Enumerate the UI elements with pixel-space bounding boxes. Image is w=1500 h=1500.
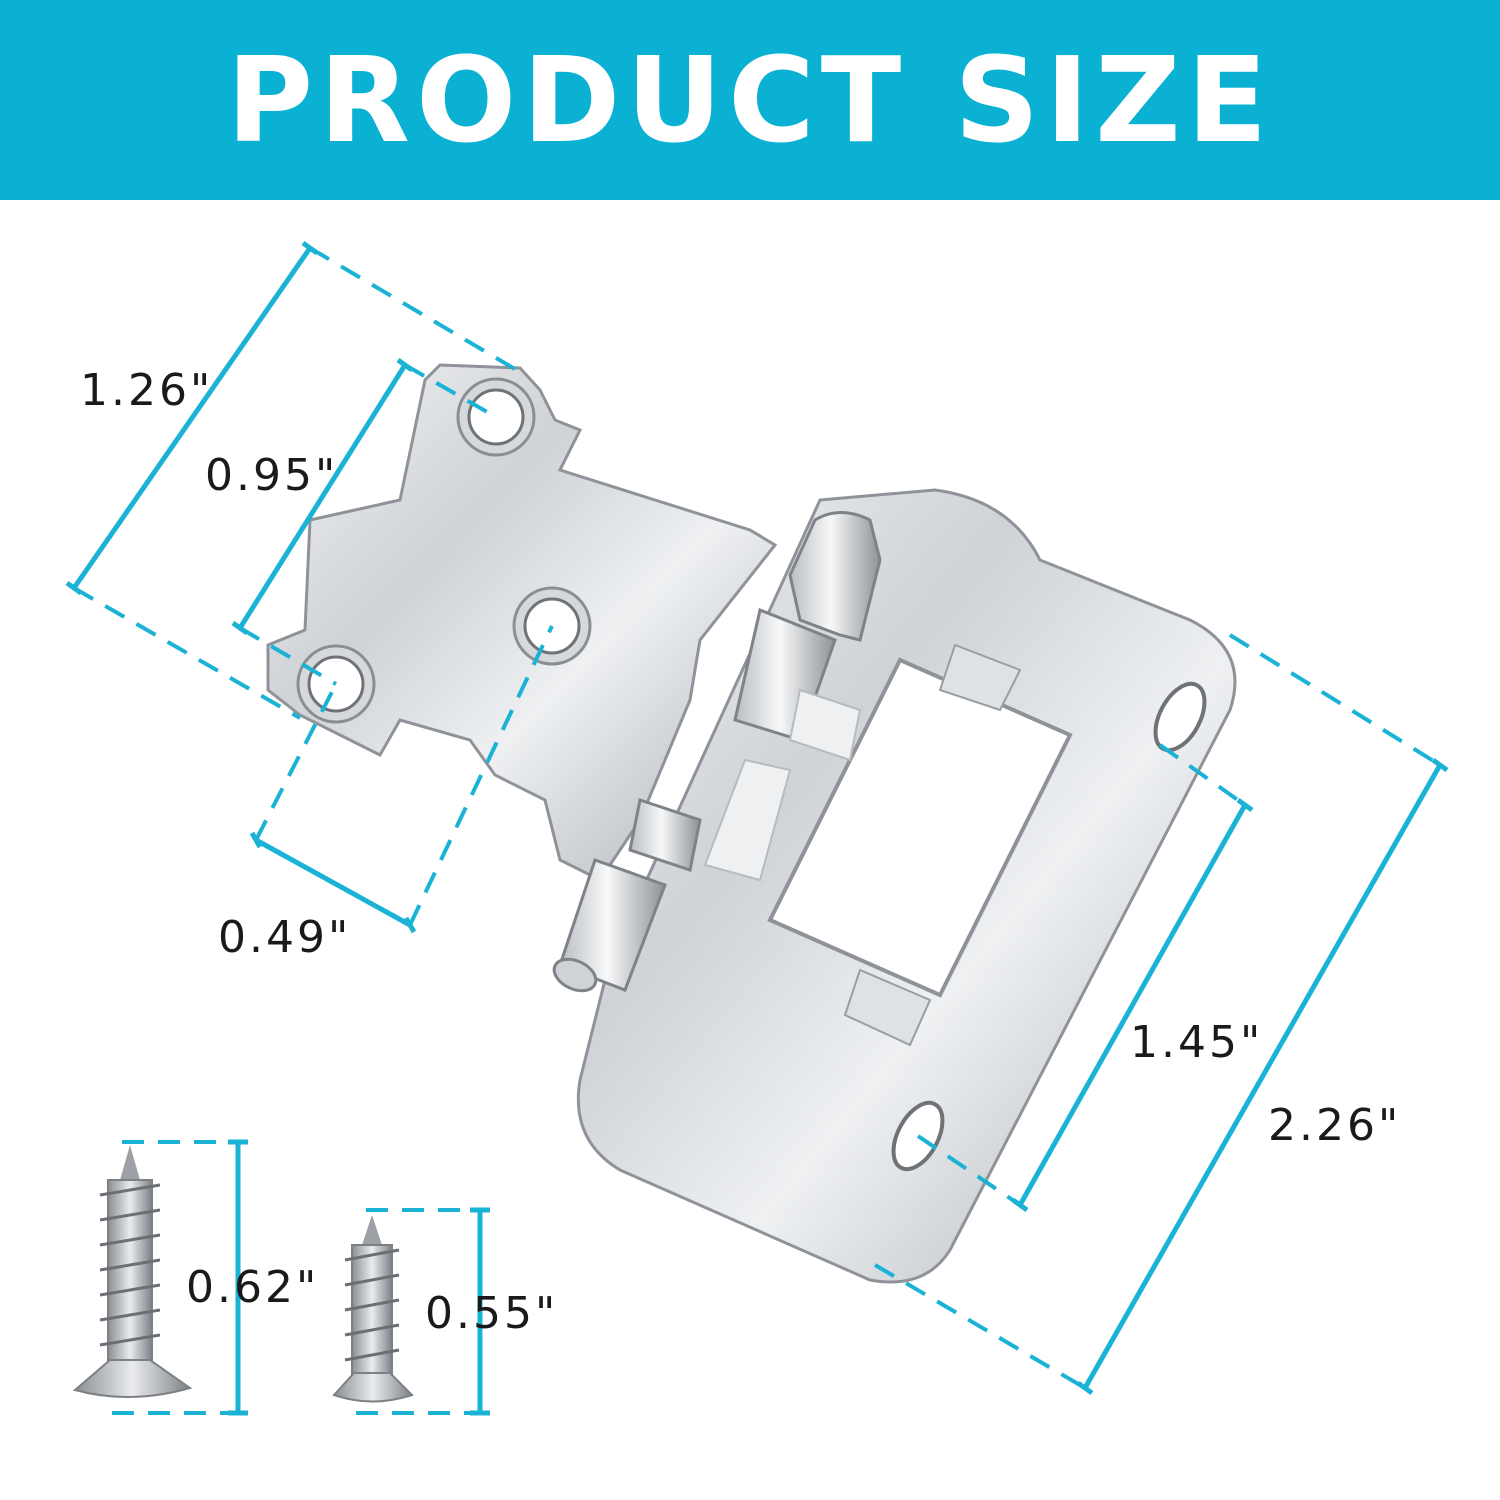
dim-line-hole-spacing bbox=[231, 357, 497, 686]
short-screw-image bbox=[332, 1215, 414, 1403]
dim-label-slot-spacing: 1.45" bbox=[1130, 1017, 1263, 1068]
dimension-lines bbox=[65, 240, 1449, 1416]
dim-label-long-screw: 0.62" bbox=[186, 1262, 319, 1313]
dim-line-slot-spacing bbox=[916, 743, 1254, 1213]
dim-label-frame-length: 2.26" bbox=[1268, 1100, 1401, 1151]
dim-line-long-screw bbox=[112, 1139, 248, 1416]
header-banner: PRODUCT SIZE bbox=[0, 0, 1500, 200]
page-title: PRODUCT SIZE bbox=[226, 31, 1274, 169]
dim-line-frame-length bbox=[873, 633, 1449, 1396]
dim-label-short-screw: 0.55" bbox=[425, 1288, 558, 1339]
dim-line-plate-width bbox=[65, 240, 527, 720]
hinge-image bbox=[266, 363, 1237, 1284]
dim-line-short-screw bbox=[356, 1207, 490, 1416]
dim-line-hole-offset bbox=[249, 625, 554, 934]
hinge-knuckle bbox=[552, 511, 882, 993]
dim-label-plate-width: 1.26" bbox=[80, 365, 213, 416]
dim-label-hole-spacing: 0.95" bbox=[205, 450, 338, 501]
hinge-plate bbox=[266, 363, 778, 882]
dim-label-hole-offset: 0.49" bbox=[218, 912, 351, 963]
long-screw-image bbox=[72, 1145, 193, 1399]
